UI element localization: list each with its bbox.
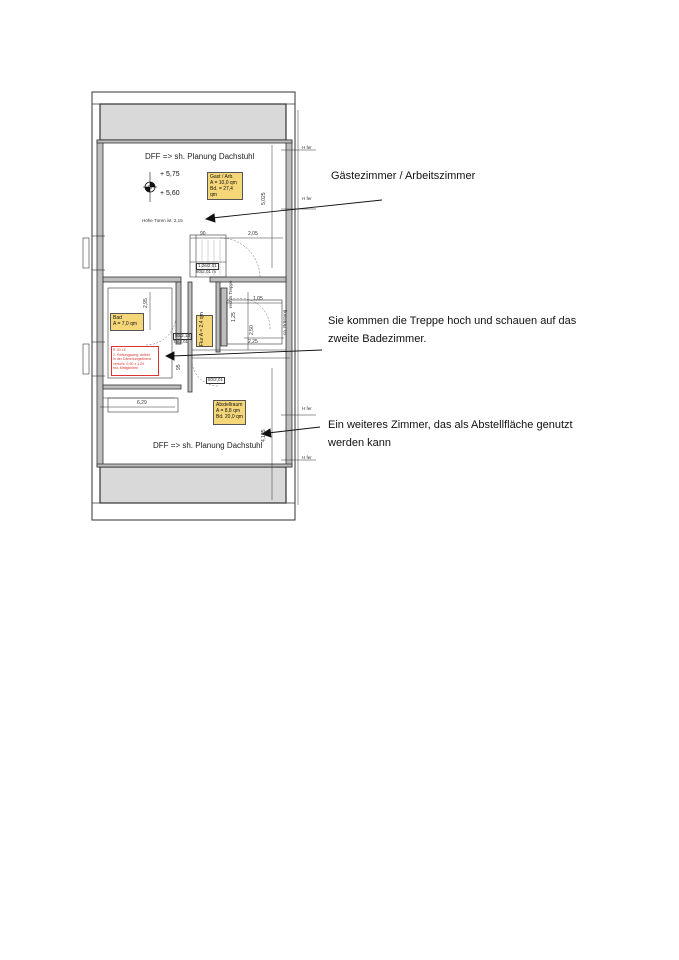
annotation-storage-line2: werden kann bbox=[328, 437, 391, 449]
dim-5025: 5,025 bbox=[261, 192, 267, 205]
tag-5: 80/2,01 bbox=[206, 377, 226, 384]
escape-note-line: in der Dämmungsebene bbox=[113, 357, 152, 362]
escape-note-line: R 30 LE bbox=[113, 348, 126, 352]
dim-105: 1,05 bbox=[253, 296, 263, 302]
annotation-storage-line1: Ein weiteres Zimmer, das als Abstellfläc… bbox=[328, 419, 573, 431]
room-abstell-wall: Bd. 20,0 qm bbox=[216, 414, 243, 420]
level-lower: + 5,60 bbox=[160, 190, 180, 197]
level-upper: + 5,75 bbox=[160, 171, 180, 178]
escape-note-line: verschl. 0,90 x 1,20 bbox=[113, 361, 145, 366]
dim-295: 2,95 bbox=[143, 298, 149, 308]
room-abstell-area: A = 8,8 qm bbox=[216, 408, 241, 414]
annotation-stairs-line2: zweite Badezimmer. bbox=[328, 333, 427, 345]
stair-text-2: ca. Brüstung bbox=[282, 309, 287, 335]
dim-629: 6,29 bbox=[137, 400, 147, 406]
annotation-guest-room-text: Gästezimmer / Arbeitszimmer bbox=[331, 170, 476, 182]
room-flur-area: A = 2,4 qm bbox=[199, 312, 205, 337]
room-bad-name: Bad bbox=[113, 315, 122, 321]
room-label-flur: Flur A = 2,4 qm bbox=[196, 312, 213, 347]
window-label-3: H fer bbox=[302, 406, 312, 411]
dim-205: 2,05 bbox=[248, 231, 258, 237]
top-roof-band bbox=[99, 103, 287, 141]
room-gast-area: A = 10,0 qm bbox=[210, 180, 237, 186]
top-roof-label: DFF => sh. Planung Dachstuhl bbox=[145, 152, 255, 161]
annotation-stairs-bathroom: Sie kommen die Treppe hoch und schauen a… bbox=[328, 312, 576, 348]
room-gast-wall: Bd. = 27,4 qm bbox=[210, 186, 233, 198]
room-flur-name: Flur bbox=[199, 337, 205, 346]
dim-225: 2,25 bbox=[248, 339, 258, 345]
annotation-guest-room: Gästezimmer / Arbeitszimmer bbox=[331, 167, 475, 185]
tag-2: 80/2,01 m bbox=[196, 269, 217, 274]
escape-note-line: 2. Rettungsweg: defekt bbox=[113, 352, 150, 357]
bottom-roof-band bbox=[99, 466, 287, 504]
dim-250: 2,50 bbox=[249, 325, 255, 335]
dim-4125: 4,125 bbox=[261, 429, 267, 442]
bottom-roof-label: DFF => sh. Planung Dachstuhl bbox=[153, 441, 263, 450]
room-label-abstell: Abstellraum A = 8,8 qm Bd. 20,0 qm bbox=[213, 400, 246, 425]
door-height-note: Höhe Türen ist. 2,15 bbox=[142, 218, 183, 223]
window-label-4: H fer bbox=[302, 455, 312, 460]
tag-3: 80/2,13 bbox=[173, 333, 193, 340]
room-bad-area: A = 7,0 qm bbox=[113, 321, 138, 327]
room-label-gast: Gast / Arb. A = 10,0 qm Bd. = 27,4 qm bbox=[207, 172, 243, 200]
dim-95: 95 bbox=[176, 364, 182, 370]
escape-note-line: hst. Mittigkeiten bbox=[113, 366, 138, 371]
tag-4: 75/2,01 bbox=[173, 339, 189, 344]
room-gast-name: Gast / Arb. bbox=[210, 174, 234, 180]
window-label-1: H fer bbox=[302, 145, 312, 150]
annotation-stairs-line1: Sie kommen die Treppe hoch und schauen a… bbox=[328, 315, 577, 327]
stair-text: rechts Treppe bbox=[228, 280, 233, 308]
escape-route-note: R 30 LE 2. Rettungsweg: defekt in der Dä… bbox=[111, 346, 159, 376]
tag-1: 1,26/2,01 bbox=[196, 263, 219, 270]
room-label-bad: Bad A = 7,0 qm bbox=[110, 313, 144, 331]
room-abstell-name: Abstellraum bbox=[216, 402, 243, 408]
window-label-2: H fer bbox=[302, 196, 312, 201]
dim-90: 90 bbox=[200, 231, 206, 237]
dim-125: 1,25 bbox=[231, 312, 237, 322]
annotation-storage-room: Ein weiteres Zimmer, das als Abstellfläc… bbox=[328, 416, 573, 452]
